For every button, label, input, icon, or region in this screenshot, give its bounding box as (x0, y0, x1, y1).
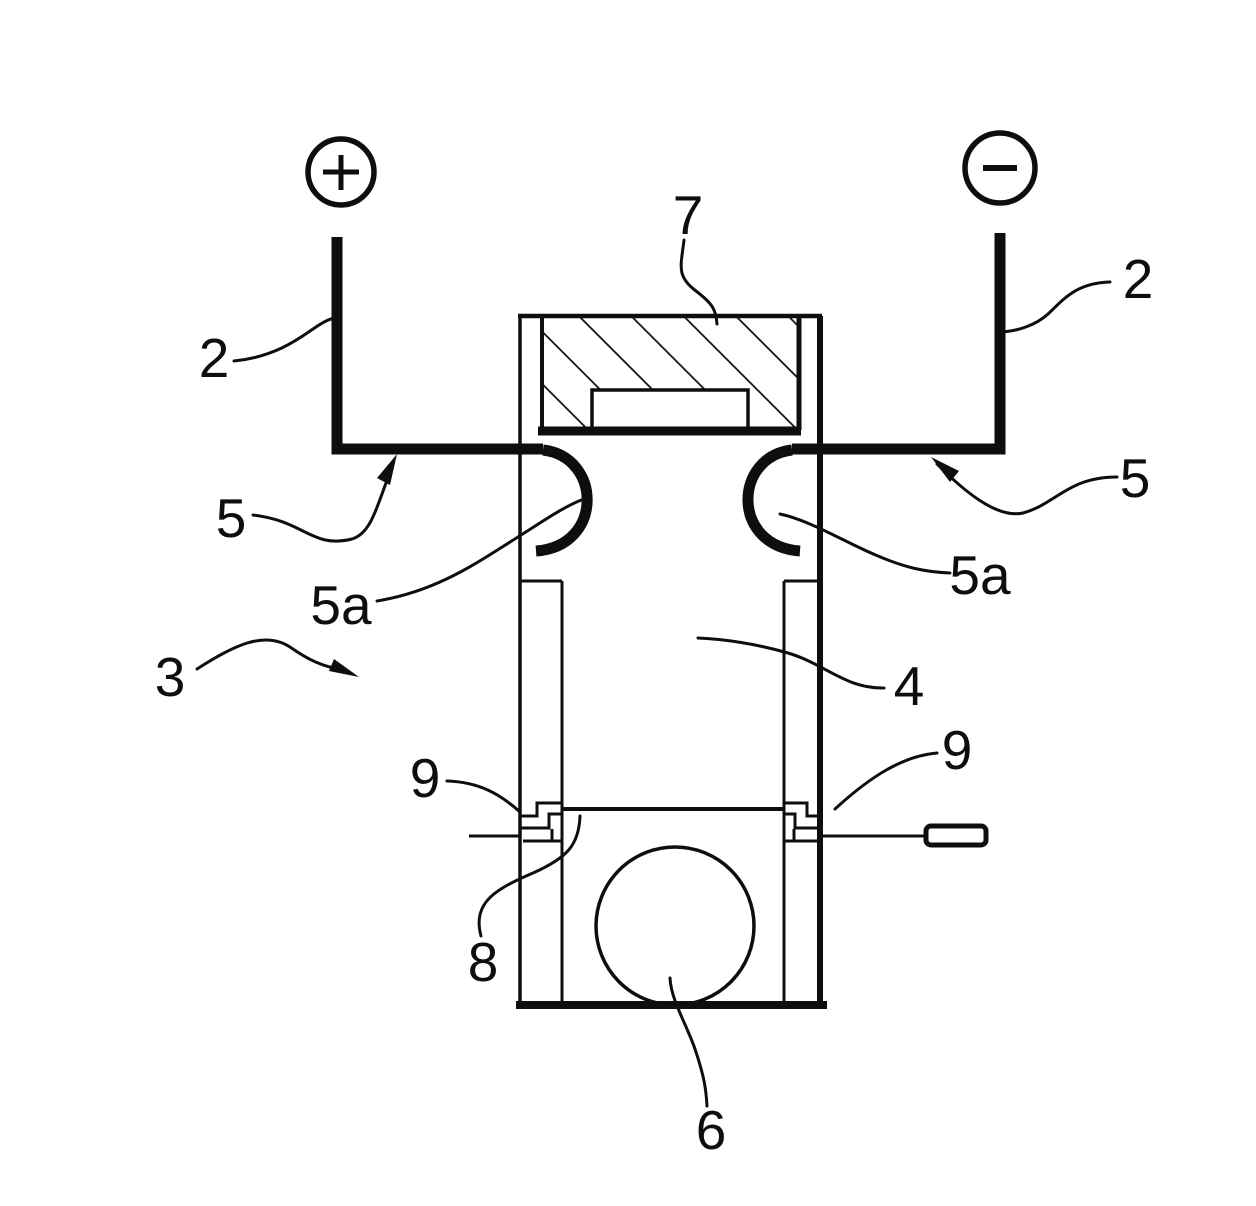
step-left-upper (521, 801, 562, 818)
label-4: 4 (894, 655, 925, 717)
negative-terminal-icon (962, 130, 1038, 206)
lead-tab-right (923, 823, 989, 848)
terminal-leads (331, 233, 1006, 557)
step-right-lower (784, 812, 822, 830)
label-5a-right: 5a (949, 544, 1011, 606)
label-5-right: 5 (1120, 447, 1151, 509)
label-6: 6 (696, 1099, 727, 1161)
leader-7 (679, 238, 719, 326)
plus-circle (305, 136, 377, 208)
arrowhead-5-right (931, 457, 959, 482)
leader-2-left (232, 315, 340, 363)
leader-lines (195, 238, 1119, 1108)
bottom-hole-circle (594, 845, 756, 1007)
leader-5a-right (778, 512, 952, 575)
cap-assembly (538, 318, 802, 436)
step-right-base (784, 829, 820, 843)
negative-lead-plate (792, 233, 1006, 455)
leader-5-left (251, 465, 394, 543)
label-7: 7 (673, 184, 704, 246)
step-left-lower (521, 812, 562, 830)
leader-3 (195, 638, 350, 673)
leader-2-right (1000, 280, 1112, 334)
arrowhead-5-left (377, 454, 397, 485)
leader-5a-left (375, 497, 586, 603)
label-8: 8 (468, 931, 499, 993)
label-9-right: 9 (942, 719, 973, 781)
crimp-curl-right (742, 444, 801, 557)
plus-icon (323, 155, 359, 190)
leader-9-left (445, 779, 522, 814)
reference-numerals: 7 2 2 5 5 5a 5a 3 4 9 9 8 6 (155, 184, 1154, 1161)
leader-8 (477, 814, 582, 938)
leader-9-right (833, 751, 939, 811)
step-features (469, 801, 989, 848)
label-2-right: 2 (1123, 248, 1154, 310)
positive-terminal-icon (305, 136, 377, 208)
label-5a-left: 5a (310, 574, 372, 636)
step-right-upper (784, 801, 822, 818)
leader-6 (668, 976, 709, 1108)
positive-lead-plate (331, 237, 543, 455)
arrowhead-3 (329, 659, 359, 677)
leader-4 (696, 636, 886, 690)
inner-liner (521, 579, 819, 1002)
label-2-left: 2 (199, 327, 230, 389)
label-9-left: 9 (410, 747, 441, 809)
leader-5-right (935, 462, 1119, 516)
crimp-curl-left (535, 444, 593, 557)
step-left-base (523, 829, 562, 843)
label-3: 3 (155, 646, 186, 708)
label-5-left: 5 (216, 487, 247, 549)
cap-window (590, 388, 750, 431)
minus-circle (962, 130, 1038, 206)
